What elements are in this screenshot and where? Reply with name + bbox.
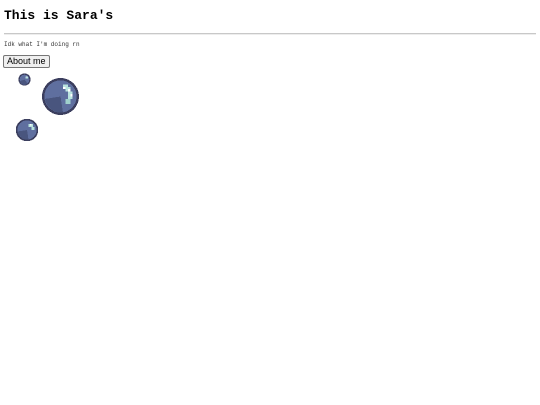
pixel-bubble-icon (18, 73, 31, 86)
pixel-bubble-icon (41, 77, 80, 116)
divider (4, 33, 536, 35)
tagline: Idk what I'm doing rn (4, 41, 80, 48)
pixel-bubble-icon (15, 118, 39, 142)
page-title: This is Sara's (4, 8, 114, 23)
about-me-button[interactable]: About me (3, 55, 50, 68)
